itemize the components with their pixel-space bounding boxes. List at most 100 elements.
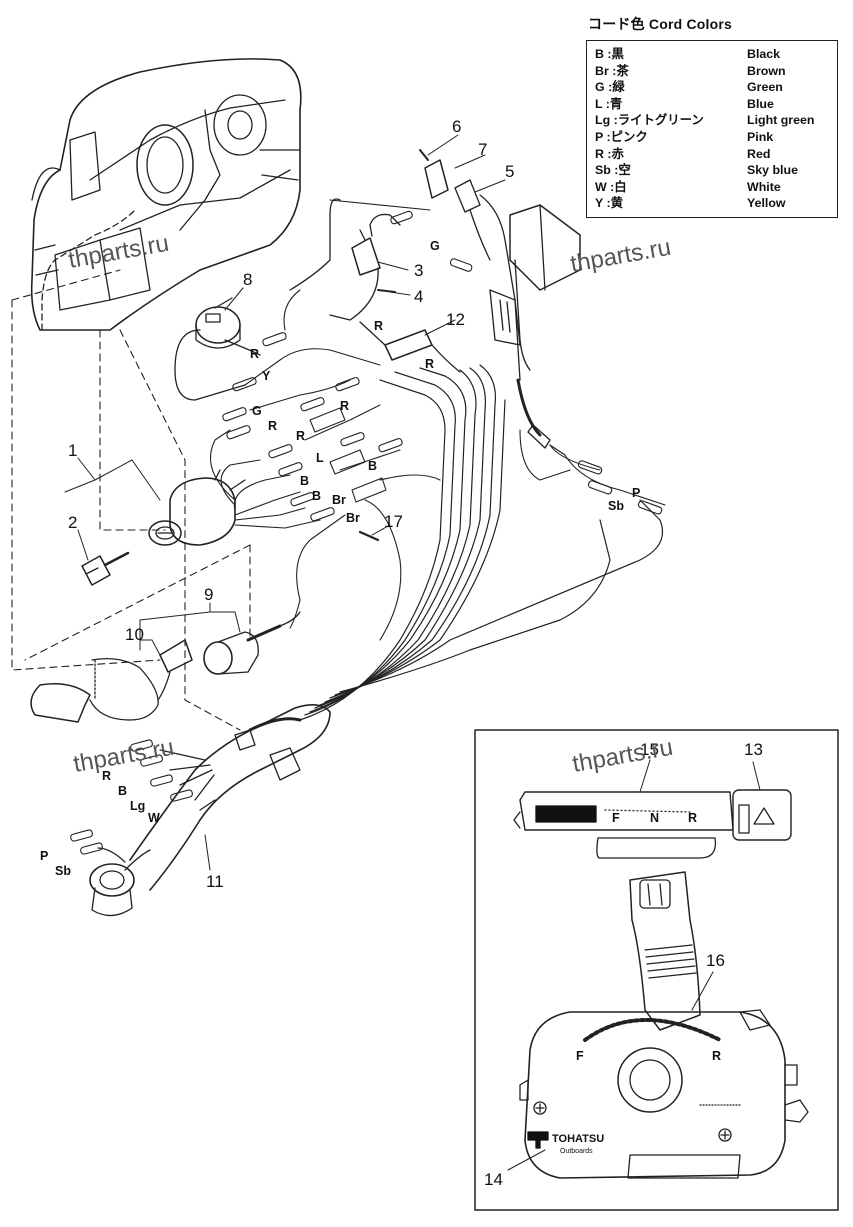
callout-11: 11 [206,872,224,891]
switch-3 [289,198,401,321]
callout-9: 9 [204,585,213,604]
shift-letter: F [612,811,620,825]
inset-box [474,729,839,1211]
callout-1: 1 [68,441,77,460]
main-switch-1 [148,469,246,546]
legend-code: Lg :ライトグリーン [595,113,704,128]
wire-label: B [300,474,309,488]
legend-code: P :ピンク [595,129,648,144]
lever-letter: R [712,1049,721,1063]
lever-letter: F [576,1049,584,1063]
callout-6: 6 [452,117,461,136]
callout-14: 14 [484,1170,503,1189]
inset-lettering: F N R F R TOHATSU Outboards [552,811,721,1155]
watermark: thparts.ru [570,734,675,778]
wire-label: B [312,489,321,503]
callout-8: 8 [243,270,252,289]
legend-color-name: Sky blue [747,163,798,178]
wire-label: Y [262,369,271,383]
wire-label: G [430,239,440,253]
wire-label: P [632,486,640,500]
remote-control-14 [519,1009,809,1179]
brand-name: TOHATSU [552,1133,604,1145]
callout-2: 2 [68,513,77,532]
callout-13: 13 [744,740,763,759]
control-lever-16 [629,871,701,1031]
legend-row: P :ピンク Pink [595,129,831,146]
assembly-guide-lines [11,269,251,731]
legend-color-name: Red [747,146,771,161]
wire-label: Br [332,493,346,507]
legend-row: Lg :ライトグリーン Light green [595,112,831,129]
legend-code: R :赤 [595,146,624,161]
legend-row: R :赤 Red [595,146,831,163]
callout-numbers: 1 2 3 4 5 6 7 8 9 10 11 12 13 14 15 16 1… [68,117,763,1189]
legend-code: G :緑 [595,80,625,95]
wire-label: R [102,769,111,783]
wire-label: R [250,347,259,361]
legend-color-name: Green [747,80,783,95]
legend-row: Sb :空 Sky blue [595,162,831,179]
wire-label: Br [346,511,360,525]
legend-color-name: Black [747,47,781,61]
branch-wires [210,199,666,641]
connector-pins [70,210,663,855]
callout-16: 16 [706,951,725,970]
callout-4: 4 [414,287,423,306]
callout-15: 15 [640,740,659,759]
wire-label: R [374,319,383,333]
wire-harness-bundle [248,364,664,732]
wire-label: Sb [55,864,71,878]
wire-label: Lg [130,799,145,813]
legend-color-name: Pink [747,129,774,144]
callout-17: 17 [384,512,403,531]
legend-code: W :白 [595,179,627,194]
legend-row: W :白 White [595,179,831,196]
legend-color-name: Yellow [747,196,786,211]
legend-color-name: Light green [747,113,815,128]
legend-row: B :黒 Black [595,46,831,63]
wire-label: R [425,357,434,371]
legend-color-name: Blue [747,96,774,111]
shift-letter: R [688,811,697,825]
wire-label: B [118,784,127,798]
wire-label: Sb [608,499,624,513]
legend-title: コード色 Cord Colors [588,16,732,32]
shift-letter: N [650,811,659,825]
legend-row: G :緑 Green [595,79,831,96]
neutral-switch-panel-15 [513,791,734,859]
remote-control-box [489,204,581,449]
callout-12: 12 [446,310,465,329]
legend-color-name: White [747,179,781,194]
watermark: thparts.ru [568,234,673,278]
fuse-holder-12 [359,321,461,373]
wire-label: R [296,429,305,443]
wire-label: G [252,404,262,418]
lock-switch-13 [732,789,792,841]
engine-cowling [30,58,302,331]
wire-label: P [40,849,48,863]
legend-row: Y :黄 Yellow [595,195,831,212]
callout-5: 5 [505,162,514,181]
wire-label: R [268,419,277,433]
legend-code: B :黒 [595,47,624,61]
watermark: thparts.ru [66,230,171,274]
watermark: thparts.ru [71,734,176,778]
legend-code: Y :黄 [595,196,623,211]
key-2 [81,551,130,586]
callout-3: 3 [414,261,423,280]
legend-code: Br :茶 [595,63,629,78]
buzzer-9 [203,611,301,675]
relay-8 [174,297,261,401]
lanyard-10 [30,639,193,723]
legend-code: Sb :空 [595,163,631,178]
main-harness-11 [89,704,331,917]
wire-label: L [316,451,324,465]
callout-7: 7 [478,140,487,159]
wire-label: B [368,459,377,473]
